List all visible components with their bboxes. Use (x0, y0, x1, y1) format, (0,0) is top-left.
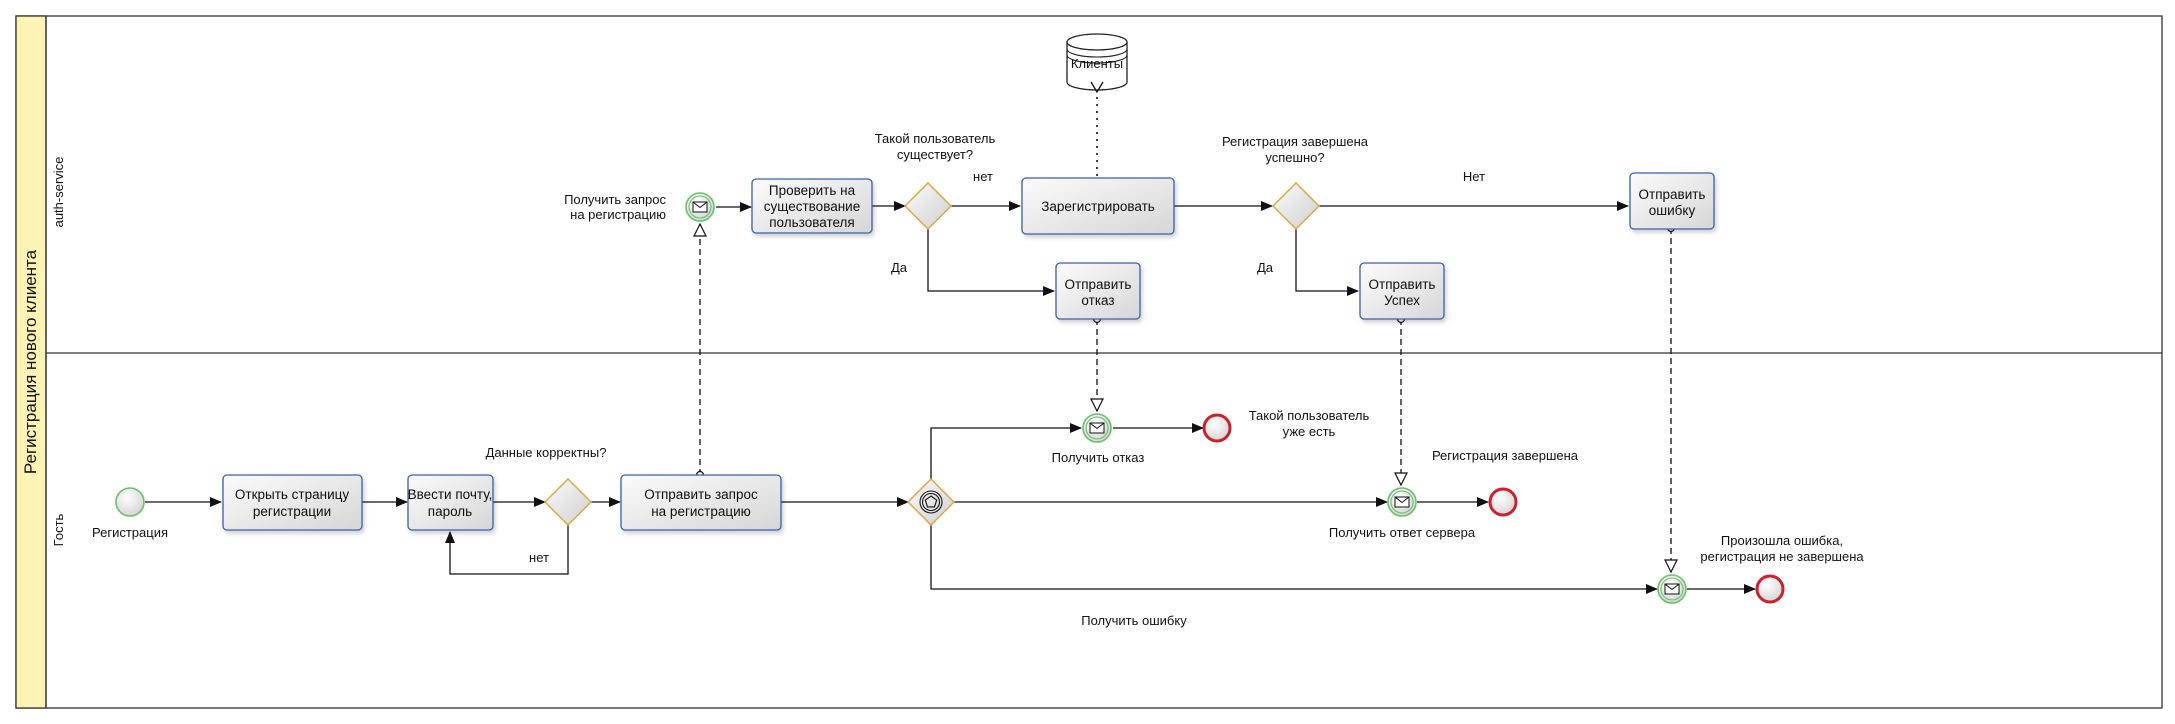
datastore-label: Клиенты (1071, 56, 1123, 71)
label-receive-server: Получить ответ сервера (1329, 525, 1476, 540)
task-label: Отправить запрос (644, 487, 758, 502)
pool-title: Регистрация нового клиента (21, 249, 40, 474)
label-end-exists: Такой пользователь (1249, 408, 1370, 423)
task-label: ошибку (1649, 203, 1696, 218)
task-label: отказ (1081, 293, 1114, 308)
task-label: пользователя (769, 215, 855, 230)
task-label: Отправить (1639, 187, 1706, 202)
label-start-event: Регистрация (92, 525, 168, 540)
task-register[interactable]: Зарегистрировать (1021, 177, 1175, 235)
label-yes: Да (1257, 260, 1274, 275)
task-send-request[interactable]: Отправить запрос на регистрацию (620, 474, 782, 531)
label-receive-refusal: Получить отказ (1052, 450, 1145, 465)
message-event-receive-refusal[interactable] (1082, 413, 1112, 443)
message-event-receive-error[interactable] (1657, 574, 1687, 604)
datastore-clients: Клиенты (1066, 33, 1128, 91)
label-yes: Да (891, 260, 908, 275)
label-gateway-exists: Такой пользователь (875, 131, 996, 146)
end-event-exists[interactable] (1202, 413, 1232, 443)
label-end-error: Произошла ошибка, (1721, 533, 1843, 548)
label-receive-error: Получить ошибку (1081, 613, 1187, 628)
event-based-gateway[interactable] (907, 478, 955, 526)
pool: Регистрация нового клиента auth-service … (15, 15, 2163, 709)
label-gateway-valid: Данные корректны? (486, 445, 607, 460)
task-check-exists[interactable]: Проверить на существование пользователя (751, 178, 873, 234)
task-send-error[interactable]: Отправить ошибку (1629, 172, 1715, 230)
label-receive-request: Получить запрос (564, 192, 666, 207)
task-label: на регистрацию (651, 504, 751, 519)
task-send-refusal[interactable]: Отправить отказ (1055, 262, 1141, 320)
end-event-done[interactable] (1488, 487, 1518, 517)
gateway-valid[interactable] (544, 478, 592, 526)
label-end-done: Регистрация завершена (1432, 448, 1579, 463)
task-label: Зарегистрировать (1041, 199, 1155, 214)
task-label: Ввести почту, (408, 487, 493, 502)
envelope-icon (1089, 422, 1105, 434)
task-label: Проверить на (769, 183, 856, 198)
label-gateway-success: Регистрация завершена (1222, 134, 1369, 149)
lane-title-guest: Гость (51, 513, 66, 546)
message-event-receive-server[interactable] (1387, 487, 1417, 517)
gateway-success[interactable] (1272, 182, 1320, 230)
envelope-icon (1394, 496, 1410, 508)
label-no: Нет (1463, 169, 1485, 184)
task-label: Отправить (1369, 277, 1436, 292)
label-end-exists: уже есть (1283, 424, 1336, 439)
pentagon-icon (924, 495, 938, 508)
task-label: Успех (1384, 293, 1420, 308)
task-label: Открыть страницу (235, 487, 349, 502)
task-open-page[interactable]: Открыть страницу регистрации (222, 474, 363, 531)
lane-title-auth: auth-service (51, 157, 66, 228)
task-label: Отправить (1065, 277, 1132, 292)
label-no: нет (529, 550, 549, 565)
label-no: нет (973, 169, 993, 184)
envelope-icon (692, 201, 708, 213)
label-end-error: регистрация не завершена (1700, 549, 1864, 564)
message-event-receive-request[interactable] (685, 192, 715, 222)
task-label: регистрации (253, 504, 331, 519)
task-enter-credentials[interactable]: Ввести почту, пароль (407, 474, 494, 531)
label-receive-request: на регистрацию (570, 207, 666, 222)
label-gateway-exists: существует? (897, 147, 973, 162)
task-label: пароль (428, 504, 472, 519)
label-gateway-success: успешно? (1265, 150, 1324, 165)
labels: Получить запрос на регистрацию Такой пол… (92, 131, 1864, 628)
pool-header (15, 15, 47, 709)
task-label: существование (764, 199, 860, 214)
envelope-icon (1664, 583, 1680, 595)
task-send-success[interactable]: Отправить Успех (1359, 262, 1445, 320)
connectors (145, 81, 1756, 594)
start-event[interactable] (115, 487, 145, 517)
end-event-error[interactable] (1755, 574, 1785, 604)
gateway-exists[interactable] (904, 182, 952, 230)
